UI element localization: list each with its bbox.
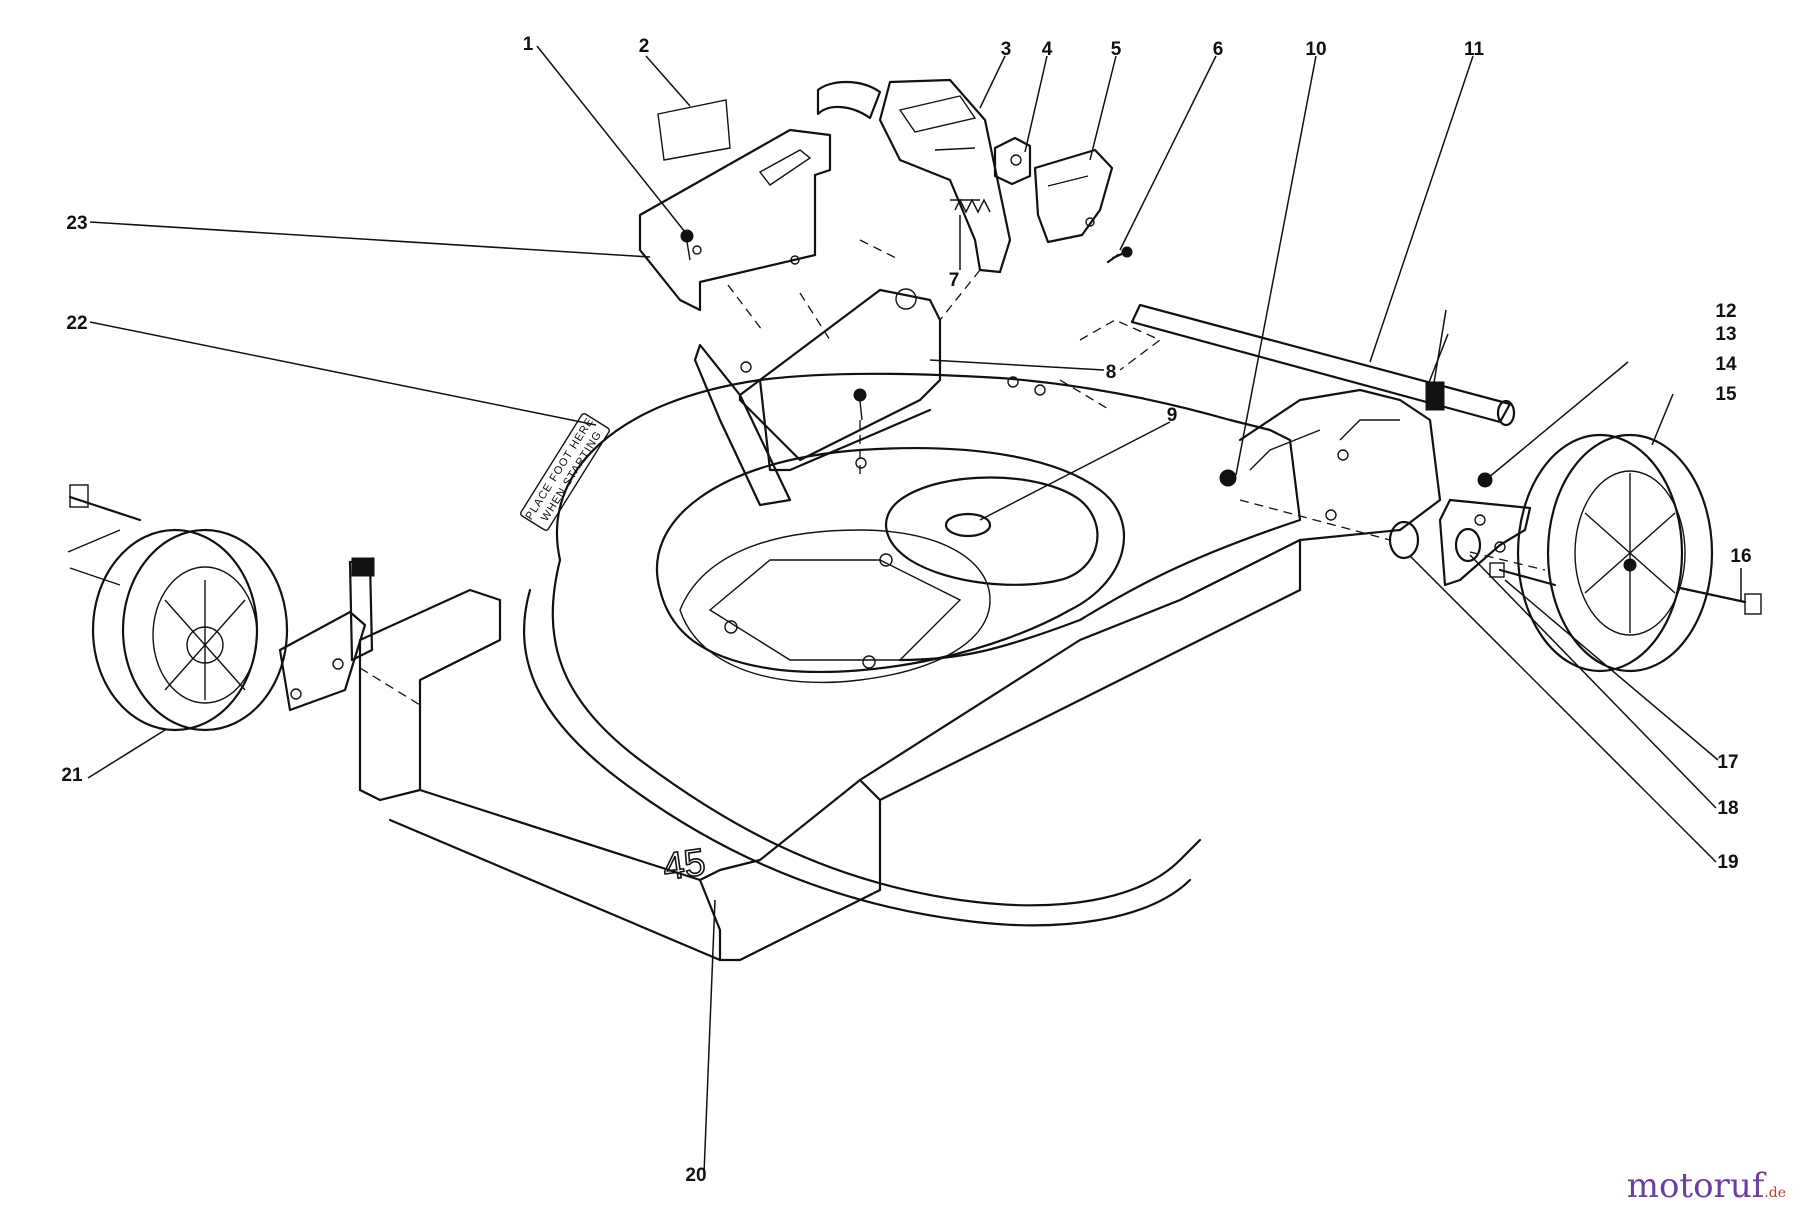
screw-6	[1106, 246, 1133, 264]
bolt-8	[853, 388, 867, 421]
callout-14: 14	[1715, 354, 1737, 375]
mounting-bracket-23	[638, 128, 832, 312]
callout-10: 10	[1305, 39, 1326, 60]
front-wheel-21	[91, 528, 289, 732]
callout-22: 22	[66, 313, 87, 334]
screw-1	[680, 229, 694, 261]
control-bracket-3	[816, 78, 1012, 274]
callout-11: 11	[1464, 39, 1485, 60]
latch-4	[993, 136, 1032, 186]
callout-23: 23	[66, 213, 87, 234]
callout-9: 9	[1167, 405, 1178, 426]
knob-12	[1425, 381, 1445, 411]
deck-size-marking: 45	[660, 841, 708, 888]
callout-21: 21	[61, 765, 83, 786]
callout-2: 2	[639, 36, 650, 57]
callout-5: 5	[1111, 39, 1122, 60]
leader-lines	[87, 45, 1742, 1175]
bolt-17	[1489, 562, 1557, 587]
wheel-bolt-16	[1678, 586, 1762, 615]
front-wheel-bolt	[68, 484, 142, 522]
mower-deck-housing	[358, 372, 1442, 962]
rear-wheel-15	[1516, 433, 1714, 673]
watermark-tld: .de	[1764, 1185, 1786, 1201]
motoruf-watermark: motoruf.de	[1627, 1166, 1786, 1206]
callout-labels: 1 2 3 4 5 6 7 8 9 10 11 12 13 14 15 16 1…	[61, 34, 1751, 1186]
callout-13: 13	[1715, 324, 1736, 345]
callout-12: 12	[1715, 301, 1736, 322]
rear-height-plate	[1438, 498, 1532, 587]
assembly-guide-lines	[67, 239, 1546, 706]
spring-7	[954, 198, 991, 214]
callout-20: 20	[685, 1165, 706, 1186]
callout-3: 3	[1001, 39, 1012, 60]
rear-axle-11	[1130, 303, 1516, 427]
decal-plate-2	[657, 99, 731, 161]
callout-19: 19	[1717, 852, 1738, 873]
callout-16: 16	[1730, 546, 1751, 567]
callout-18: 18	[1717, 798, 1738, 819]
nut-10	[1219, 469, 1237, 487]
bushing-18	[1454, 527, 1482, 563]
plate-5	[1033, 148, 1114, 244]
callout-8: 8	[1106, 362, 1117, 383]
callout-7: 7	[949, 270, 960, 291]
washer-14	[1477, 472, 1493, 488]
watermark-main: motoruf	[1626, 1166, 1765, 1206]
callout-15: 15	[1715, 384, 1737, 405]
callout-17: 17	[1717, 752, 1738, 773]
place-foot-here-decal: PLACE FOOT HERE WHEN STARTING	[520, 413, 610, 531]
callout-4: 4	[1042, 39, 1053, 60]
callout-1: 1	[523, 34, 534, 55]
callout-6: 6	[1213, 39, 1224, 60]
front-height-plate	[278, 557, 375, 712]
